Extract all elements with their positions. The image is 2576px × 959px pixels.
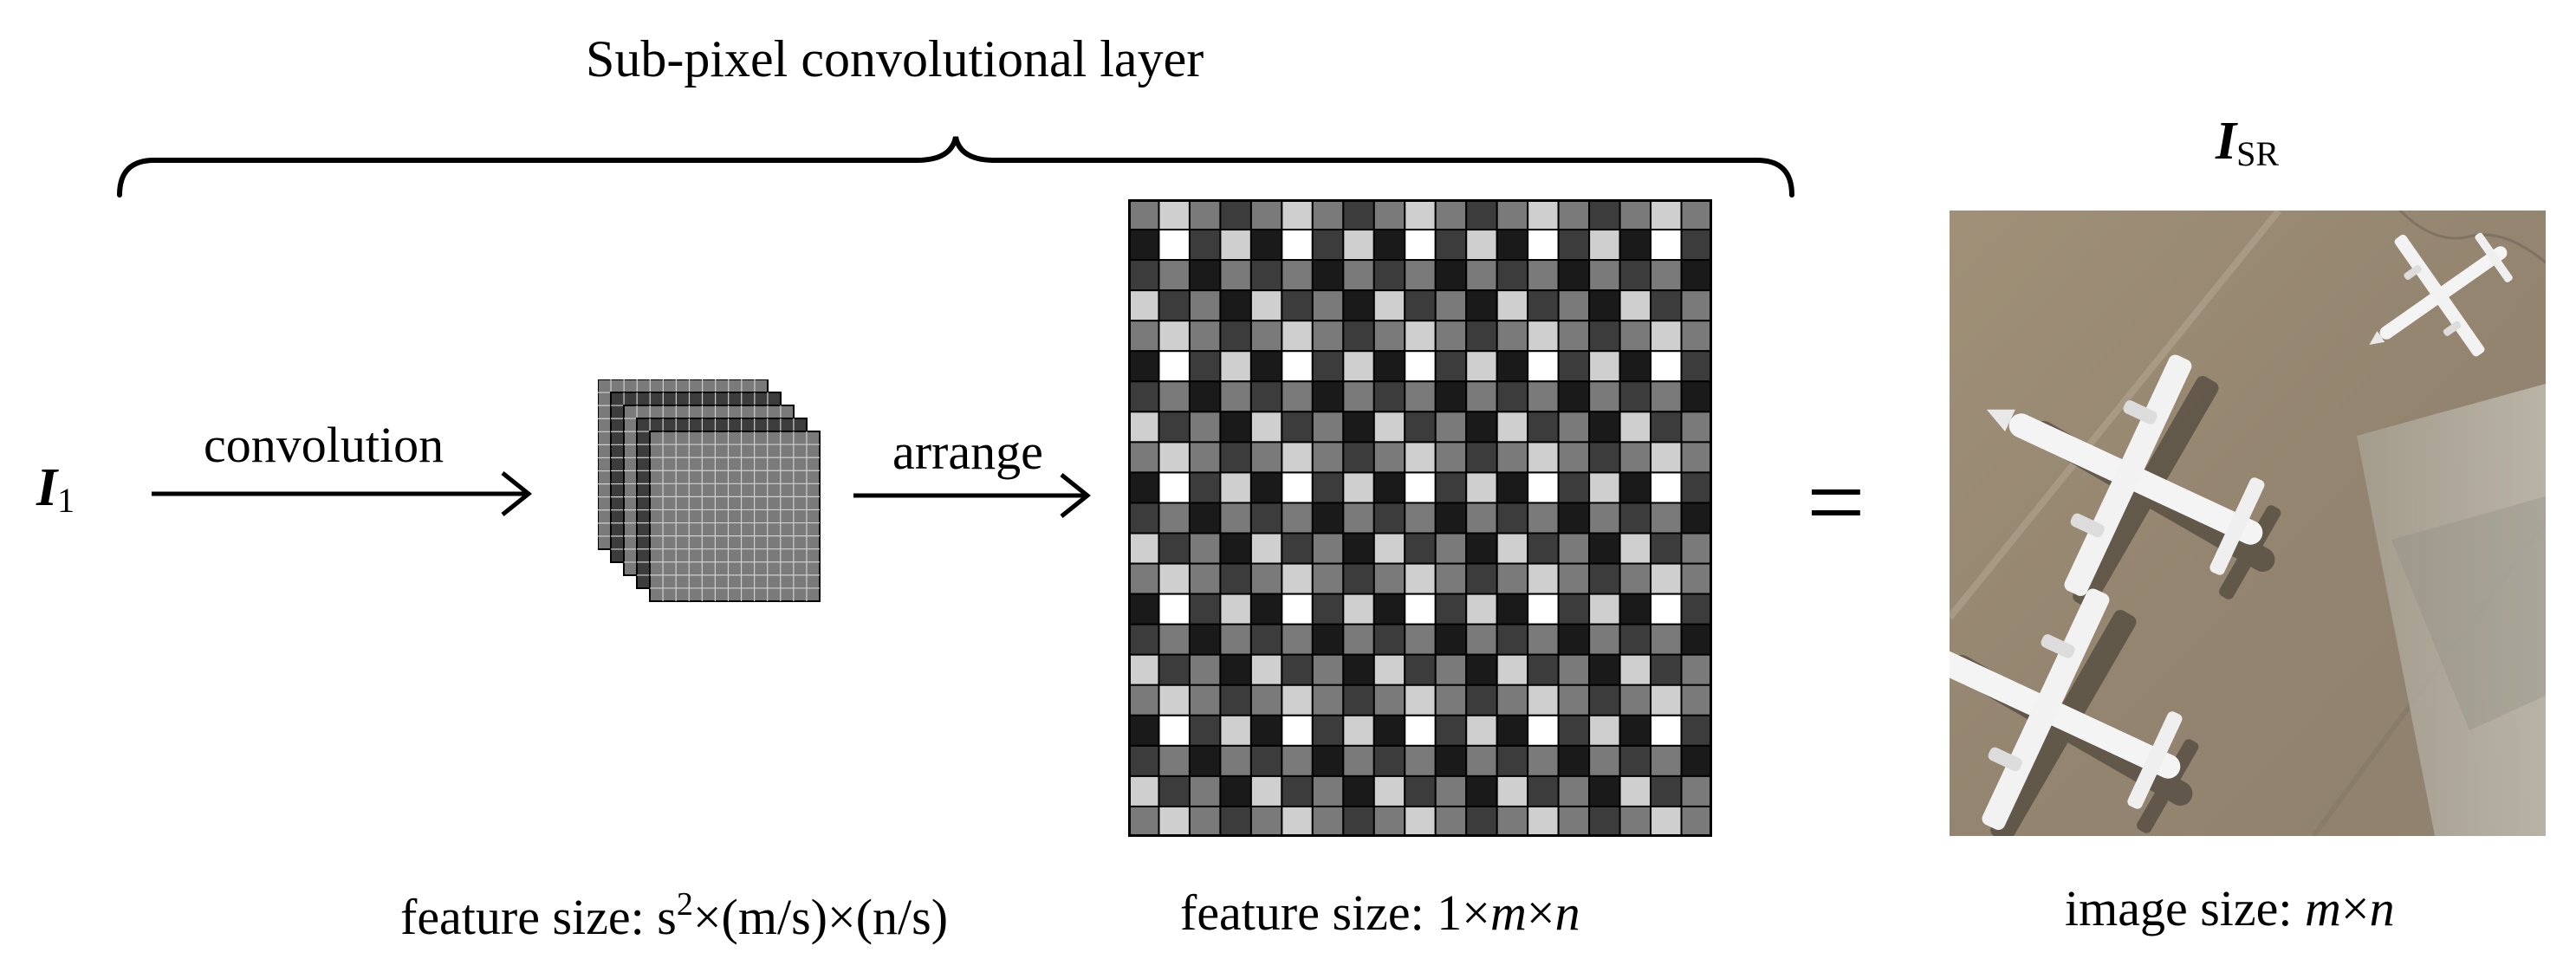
caption-left-prefix: feature size: s [400,889,677,945]
output-symbol-subscript: SR [2236,134,2280,173]
caption-right-prefix: image size: [2065,880,2306,936]
output-symbol: ISR [2216,114,2279,172]
convolution-arrow [152,471,533,516]
pixel-shuffle-grid-icon [1128,199,1712,837]
input-symbol: I1 [36,461,75,518]
output-symbol-letter: I [2216,112,2237,171]
aerial-airport-aircraft-image [1950,211,2546,836]
caption-mid-n: n [1554,884,1580,941]
input-symbol-subscript: 1 [57,481,75,520]
equals-sign: = [1807,444,1865,560]
caption-right-n: n [2369,880,2395,936]
caption-right-m: m [2305,880,2341,936]
caption-left-suffix: ×(m/s)×(n/s) [692,889,949,945]
bracket-label: Sub-pixel convolutional layer [586,30,1204,87]
arrange-label: arrange [892,424,1043,480]
caption-mid-times: × [1526,884,1555,941]
caption-mid-m: m [1489,884,1527,941]
caption-feature-size-left: feature size: s2×(m/s)×(n/s) [400,888,948,943]
stacked-feature-maps-icon [598,379,821,602]
caption-feature-size-mid: feature size: 1×m×n [1180,888,1580,938]
caption-image-size: image size: m×n [2065,884,2395,934]
input-symbol-letter: I [36,458,58,517]
caption-right-times: × [2340,880,2370,936]
arrange-arrow [853,473,1092,518]
caption-mid-prefix: feature size: 1× [1180,884,1490,941]
caption-left-superscript: 2 [676,886,693,923]
convolution-label: convolution [204,417,444,473]
